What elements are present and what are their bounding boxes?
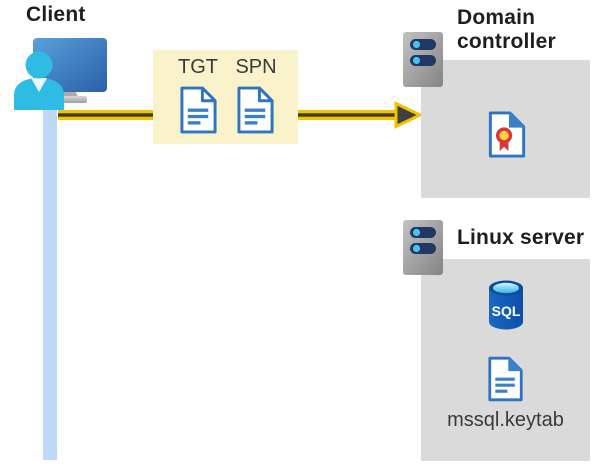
certificate-icon — [488, 111, 526, 158]
linux-server-server-icon — [403, 220, 443, 275]
person-body — [14, 78, 64, 110]
monitor-icon — [33, 38, 107, 92]
arrow-head — [394, 101, 422, 129]
client-timeline-line — [43, 94, 57, 460]
person-head — [25, 51, 53, 79]
person-collar — [31, 78, 47, 92]
monitor-stand-neck — [60, 92, 78, 97]
linux-server-label: Linux server — [457, 226, 585, 249]
keytab-filename-label: mssql.keytab — [447, 409, 564, 431]
spn-label: SPN — [235, 56, 277, 78]
domain-controller-label: Domain controller — [457, 6, 556, 53]
credentials-highlight-box — [153, 50, 298, 144]
spn-document-icon — [237, 86, 274, 134]
sql-database-icon: SQL — [489, 280, 523, 330]
tgt-document-icon — [180, 86, 217, 134]
client-label: Client — [26, 3, 86, 26]
domain-controller-server-icon — [403, 32, 443, 87]
sql-text: SQL — [492, 303, 521, 319]
tgt-label: TGT — [178, 56, 218, 78]
client-person-at-monitor-icon — [14, 38, 107, 110]
certificate-seal — [495, 127, 513, 144]
keytab-document-icon — [488, 356, 523, 402]
